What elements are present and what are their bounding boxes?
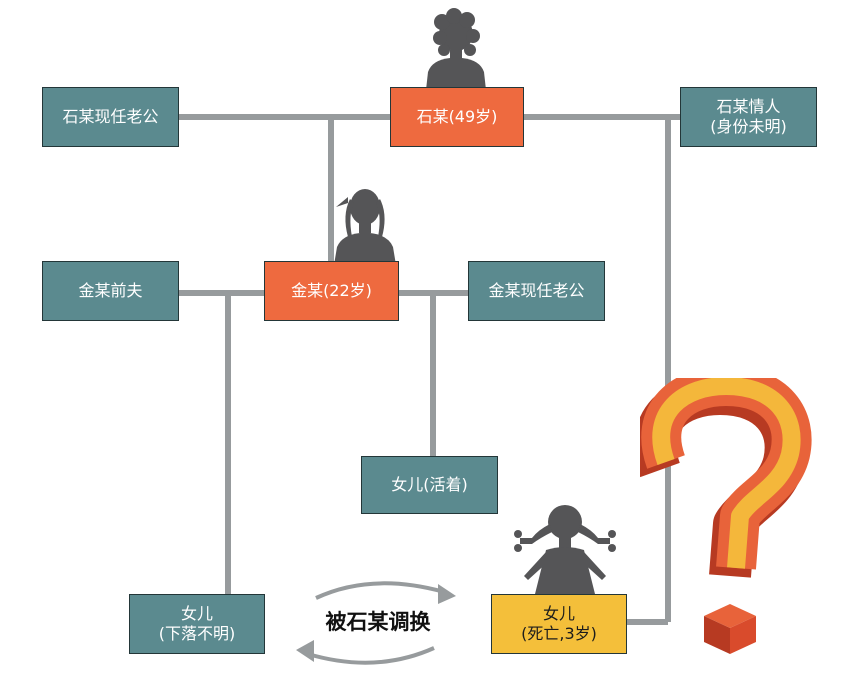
- swap-arrows-icon: [296, 581, 456, 665]
- node-label: 女儿: [542, 604, 575, 623]
- node-daughter-missing: 女儿 (下落不明): [129, 594, 265, 654]
- node-jin: 金某(22岁): [264, 261, 399, 321]
- node-label: 石某情人: [716, 97, 781, 116]
- girl-silhouette-icon: [514, 505, 616, 598]
- node-label: 石某(49岁): [416, 107, 498, 126]
- node-label: 金某前夫: [78, 281, 143, 300]
- node-daughter-alive: 女儿(活着): [361, 456, 498, 514]
- woman-silhouette-icon: [334, 189, 396, 265]
- node-shi-husband: 石某现任老公: [42, 87, 179, 147]
- node-jin-ex-husband: 金某前夫: [42, 261, 179, 321]
- node-label: 石某现任老公: [62, 107, 159, 126]
- node-shi-lover: 石某情人 (身份未明): [680, 87, 817, 147]
- node-sublabel: (身份未明): [710, 117, 787, 136]
- question-mark-icon: [640, 378, 820, 654]
- node-label: 金某现任老公: [488, 281, 585, 300]
- node-sublabel: (下落不明): [158, 624, 236, 643]
- node-label: 金某(22岁): [291, 281, 372, 300]
- node-sublabel: (死亡,3岁): [521, 624, 597, 643]
- node-daughter-dead: 女儿 (死亡,3岁): [491, 594, 627, 654]
- node-label: 女儿: [180, 604, 213, 623]
- node-label: 女儿(活着): [391, 475, 468, 494]
- node-jin-husband: 金某现任老公: [468, 261, 605, 321]
- node-shi: 石某(49岁): [390, 87, 524, 147]
- woman-silhouette-icon: [426, 8, 486, 90]
- swap-label: 被石某调换: [325, 610, 431, 634]
